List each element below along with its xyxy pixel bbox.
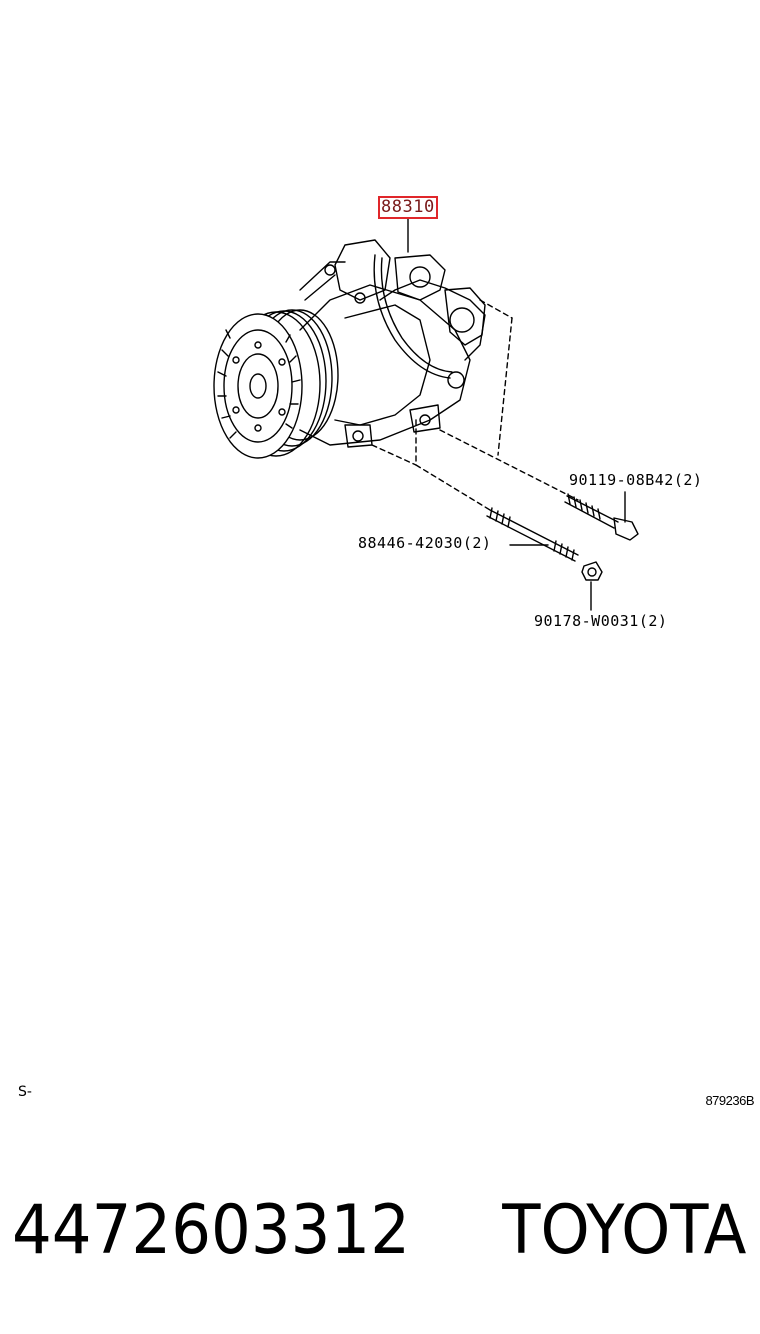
- bolt-part-number-label[interactable]: 90119-08B42(2): [569, 471, 703, 489]
- diagram-corner-code: S-: [18, 1084, 32, 1100]
- nut-part-number-label[interactable]: 90178-W0031(2): [534, 612, 668, 630]
- nut-90178: [581, 561, 603, 611]
- compressor-illustration: [213, 217, 639, 611]
- footer-part-number: 4472603312: [12, 1191, 411, 1270]
- clutch-plate: [213, 313, 303, 459]
- parts-diagram: 88310 90119-08B42(2) 88446-42030(2) 9017…: [18, 196, 754, 1108]
- diagram-reference-number: 879236B: [705, 1093, 754, 1108]
- stud-88446: [486, 507, 579, 562]
- bolt-90119: [564, 491, 639, 541]
- alignment-lines: [371, 299, 579, 511]
- stud-part-number-label[interactable]: 88446-42030(2): [358, 534, 492, 552]
- footer-caption: 4472603312 TOYOTA: [0, 1188, 760, 1278]
- main-part-number-label[interactable]: 88310: [378, 196, 438, 219]
- footer-brand: TOYOTA: [501, 1191, 746, 1270]
- compressor-body: [299, 239, 486, 448]
